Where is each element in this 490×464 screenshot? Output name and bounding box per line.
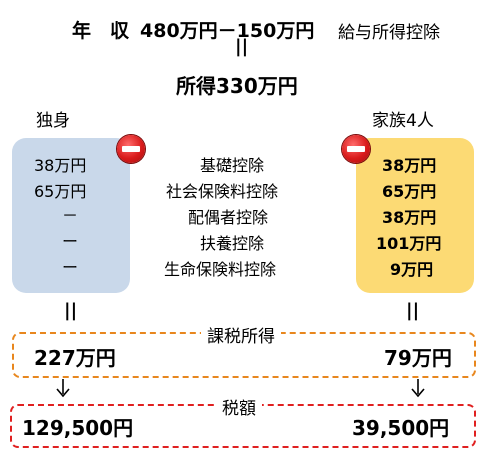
family-tax-amount: 39,500円 <box>352 416 450 440</box>
deduction-spouse: 配偶者控除 <box>188 208 269 227</box>
deduction-dependent: 扶養控除 <box>200 234 265 253</box>
minus-icon <box>117 135 145 163</box>
income-label: 年 収 <box>72 20 130 42</box>
taxable-income-label: 課税所得 <box>201 322 281 347</box>
single-value-dependent: ー <box>62 232 79 251</box>
header-equals: || <box>235 36 249 57</box>
family-label: 家族4人 <box>372 111 434 131</box>
single-tax-amount: 129,500円 <box>22 416 134 440</box>
deduction-basic: 基礎控除 <box>200 156 265 175</box>
family-taxable-income: 79万円 <box>384 346 452 370</box>
deduction-social-insurance: 社会保険料控除 <box>166 182 279 201</box>
single-taxable-income: 227万円 <box>34 346 116 370</box>
arrow-down-icon <box>410 378 426 398</box>
income-result: 所得330万円 <box>176 74 298 98</box>
minus-icon <box>342 135 370 163</box>
family-value-insurance: 9万円 <box>390 260 434 279</box>
single-equals: || <box>64 300 78 321</box>
single-deductions-box: 38万円 65万円 － ー ー <box>12 138 130 293</box>
deduction-life-insurance: 生命保険料控除 <box>164 260 277 279</box>
deduction-labels: 基礎控除 社会保険料控除 配偶者控除 扶養控除 生命保険料控除 <box>150 150 340 285</box>
family-deductions-box: 38万円 65万円 38万円 101万円 9万円 <box>356 138 474 293</box>
single-value-spouse: － <box>62 206 79 225</box>
single-value-basic: 38万円 <box>34 156 87 175</box>
income-expression: 480万円－150万円 <box>140 20 315 42</box>
arrow-down-icon <box>55 378 71 398</box>
tax-amount-label: 税額 <box>216 394 262 419</box>
family-value-basic: 38万円 <box>382 156 437 175</box>
single-value-insurance: ー <box>62 258 79 277</box>
family-equals: || <box>406 300 420 321</box>
single-label: 独身 <box>36 111 70 131</box>
family-value-social: 65万円 <box>382 182 437 201</box>
income-deduction-label: 給与所得控除 <box>338 23 440 43</box>
single-value-social: 65万円 <box>34 182 87 201</box>
family-value-dependent: 101万円 <box>376 234 442 253</box>
income-header: 年 収 480万円－150万円 給与所得控除 <box>0 8 490 48</box>
family-value-spouse: 38万円 <box>382 208 437 227</box>
